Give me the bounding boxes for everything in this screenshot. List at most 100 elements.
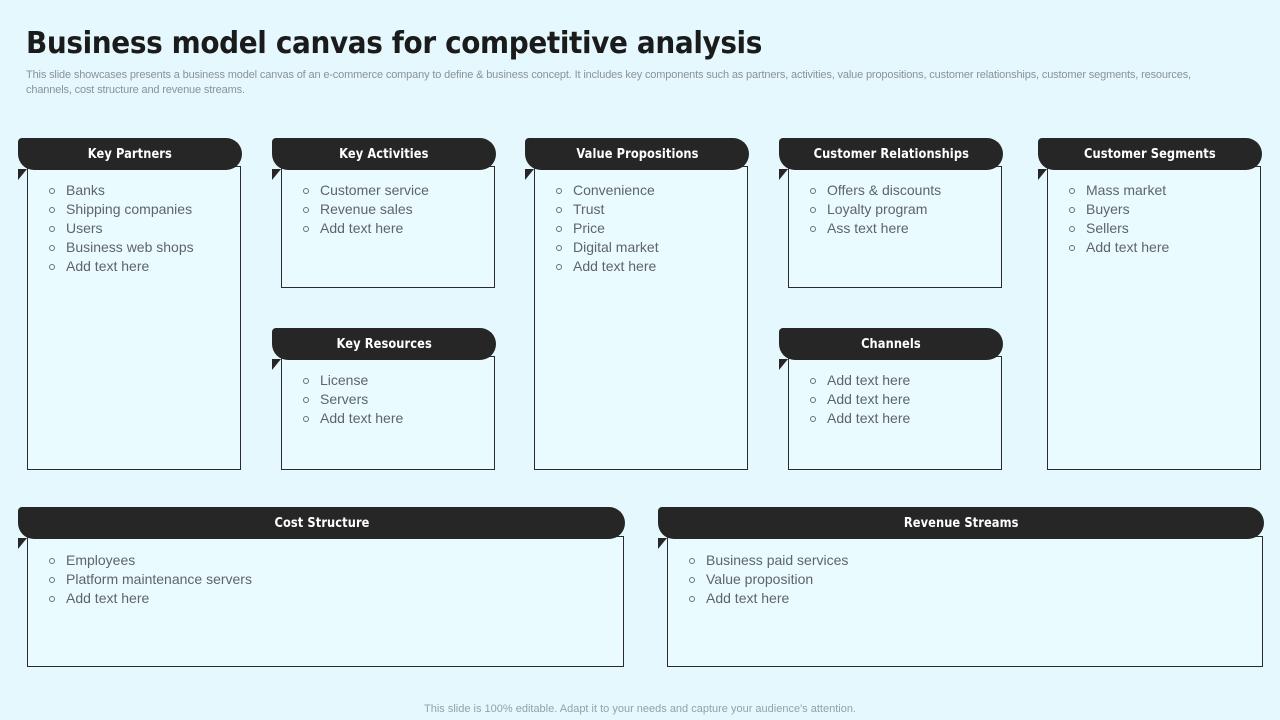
block-header-channels[interactable]: Channels [779,328,1003,370]
bullet-circle-icon [49,264,55,270]
list-item[interactable]: Mass market [1048,181,1260,200]
list-item[interactable]: Servers [282,390,494,409]
list-item[interactable]: Add text here [28,589,623,608]
block-header-customer-segments[interactable]: Customer Segments [1038,138,1262,180]
slide-footer: This slide is 100% editable. Adapt it to… [424,703,856,715]
list-item[interactable]: Digital market [535,238,747,257]
list-item-label: Offers & discounts [827,182,942,198]
list-item[interactable]: Trust [535,200,747,219]
list-item-label: Convenience [573,182,655,198]
header-fold-tail-icon [18,538,27,549]
header-fold-tail-icon [779,169,788,180]
list-item[interactable]: Add text here [282,409,494,428]
bullet-circle-icon [49,226,55,232]
list-item-label: Add text here [320,220,404,236]
list-item[interactable]: Add text here [28,257,240,276]
block-header-label: Cost Structure [273,515,370,531]
list-item[interactable]: Business web shops [28,238,240,257]
bullet-circle-icon [556,207,562,213]
list-item[interactable]: Loyalty program [789,200,1001,219]
list-item[interactable]: Offers & discounts [789,181,1001,200]
bullet-circle-icon [810,188,816,194]
block-header-revenue-streams[interactable]: Revenue Streams [658,507,1264,549]
list-item[interactable]: Add text here [789,371,1001,390]
list-item[interactable]: Customer service [282,181,494,200]
header-fold-tail-icon [1038,169,1047,180]
block-header-key-activities[interactable]: Key Activities [272,138,496,180]
bullet-circle-icon [303,207,309,213]
list-item-label: Banks [66,182,105,198]
list-item[interactable]: Convenience [535,181,747,200]
list-item[interactable]: Banks [28,181,240,200]
block-header-key-resources[interactable]: Key Resources [272,328,496,370]
list-item-label: Ass text here [827,220,909,236]
list-item[interactable]: Revenue sales [282,200,494,219]
list-item[interactable]: Add text here [282,219,494,238]
list-item-label: Digital market [573,239,659,255]
bullet-circle-icon [49,596,55,602]
list-item-label: Add text here [573,258,657,274]
bullet-circle-icon [810,397,816,403]
header-fold-tail-icon [272,359,281,370]
block-header-cost-structure[interactable]: Cost Structure [18,507,625,549]
list-item[interactable]: Ass text here [789,219,1001,238]
list-item-label: Shipping companies [66,201,193,217]
list-item[interactable]: Employees [28,551,623,570]
bullet-circle-icon [810,416,816,422]
list-item[interactable]: Add text here [789,390,1001,409]
list-item-label: Users [66,220,103,236]
header-fold-tail-icon [18,169,27,180]
list-item[interactable]: Price [535,219,747,238]
bullet-circle-icon [49,207,55,213]
list-item-label: Business paid services [706,552,849,568]
bullet-circle-icon [556,226,562,232]
bullet-circle-icon [49,245,55,251]
list-item-label: License [320,372,369,388]
bullet-circle-icon [810,378,816,384]
block-header-label: Key Activities [339,146,429,162]
header-fold-tail-icon [779,359,788,370]
list-item[interactable]: Users [28,219,240,238]
bullet-circle-icon [810,207,816,213]
bullet-circle-icon [810,226,816,232]
list-item-label: Trust [573,201,605,217]
bullet-circle-icon [556,188,562,194]
list-item-label: Loyalty program [827,201,928,217]
list-item[interactable]: Add text here [1048,238,1260,257]
block-header-label: Customer Segments [1084,146,1216,162]
list-item-label: Add text here [827,410,911,426]
bullet-circle-icon [1069,188,1075,194]
bullet-circle-icon [1069,207,1075,213]
list-item[interactable]: Add text here [789,409,1001,428]
bullet-circle-icon [1069,226,1075,232]
bullet-circle-icon [303,397,309,403]
bullet-circle-icon [689,577,695,583]
list-item-label: Revenue sales [320,201,413,217]
list-item[interactable]: Value proposition [668,570,1262,589]
list-item[interactable]: License [282,371,494,390]
list-item[interactable]: Platform maintenance servers [28,570,623,589]
block-header-customer-relationships[interactable]: Customer Relationships [779,138,1003,180]
block-header-key-partners[interactable]: Key Partners [18,138,242,180]
list-item-label: Value proposition [706,571,814,587]
block-header-label: Revenue Streams [903,515,1019,531]
list-item[interactable]: Shipping companies [28,200,240,219]
list-item[interactable]: Sellers [1048,219,1260,238]
list-item[interactable]: Buyers [1048,200,1260,219]
list-item[interactable]: Add text here [668,589,1262,608]
list-item-label: Add text here [827,372,911,388]
list-item[interactable]: Add text here [535,257,747,276]
list-item[interactable]: Business paid services [668,551,1262,570]
list-item-label: Add text here [66,590,150,606]
block-header-value-propositions[interactable]: Value Propositions [525,138,749,180]
